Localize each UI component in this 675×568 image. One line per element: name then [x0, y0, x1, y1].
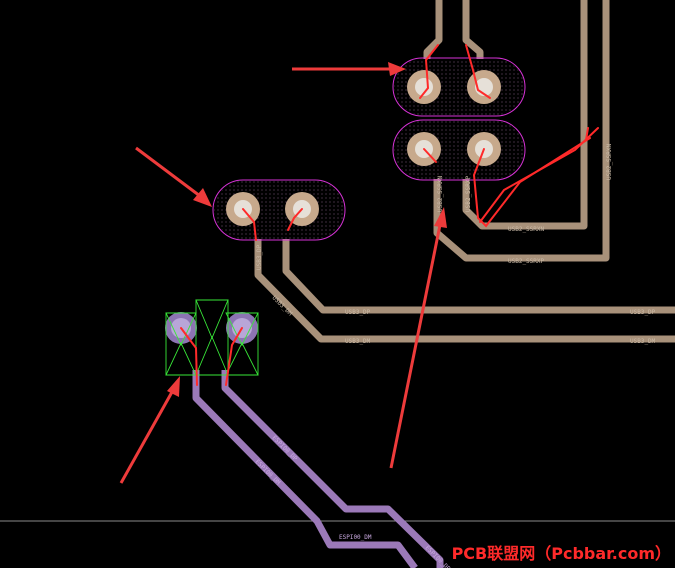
label-purple-diag-1: ESPI00_DP [271, 434, 299, 462]
via-top-right[interactable] [467, 70, 501, 104]
keepout-mid-pair[interactable] [392, 119, 526, 181]
watermark: PCB联盟网（Pcbbar.com） [451, 544, 671, 563]
label-mid-lower-left: USB3_DM [345, 338, 371, 345]
annotation-arrows [119, 62, 447, 484]
label-mid-lower-right: USB3_DM [630, 338, 656, 345]
trace-usb3-dm[interactable] [254, 208, 675, 343]
annotation-arrow-icon [135, 146, 212, 207]
ratsnest-lines [180, 44, 599, 386]
keepout-left-pair[interactable] [212, 179, 346, 241]
label-purple-bottom: ESPI00_DM [339, 534, 372, 541]
label-mid-upper-right: USB3_DP [630, 309, 656, 316]
label-top-right-vertical: USB2_SSRXP [465, 175, 472, 212]
trace-espi-dm[interactable] [192, 370, 418, 568]
label-mid-upper-left: USB3_DP [345, 309, 371, 316]
keepout-top-pair[interactable] [392, 57, 526, 117]
annotation-arrow-icon [389, 207, 447, 469]
via-top-left[interactable] [407, 70, 441, 104]
label-top-left-vertical: USB2_SSRXN [437, 175, 444, 212]
annotation-arrow-icon [119, 376, 180, 484]
label-far-right-vertical: USB2_SSRXN [606, 143, 613, 180]
label-mid-vertical: USB3_DP [256, 244, 263, 270]
annotation-arrow-icon [292, 62, 406, 76]
label-purple-diag-2: ESPI00_DM [254, 458, 282, 486]
trace-espi-dp[interactable] [221, 370, 444, 568]
label-outer-horizontal: USB2_SSRXP [508, 258, 545, 265]
label-inner-horizontal: USB2_SSRXN [508, 226, 545, 233]
keepout-outlines [212, 57, 526, 241]
